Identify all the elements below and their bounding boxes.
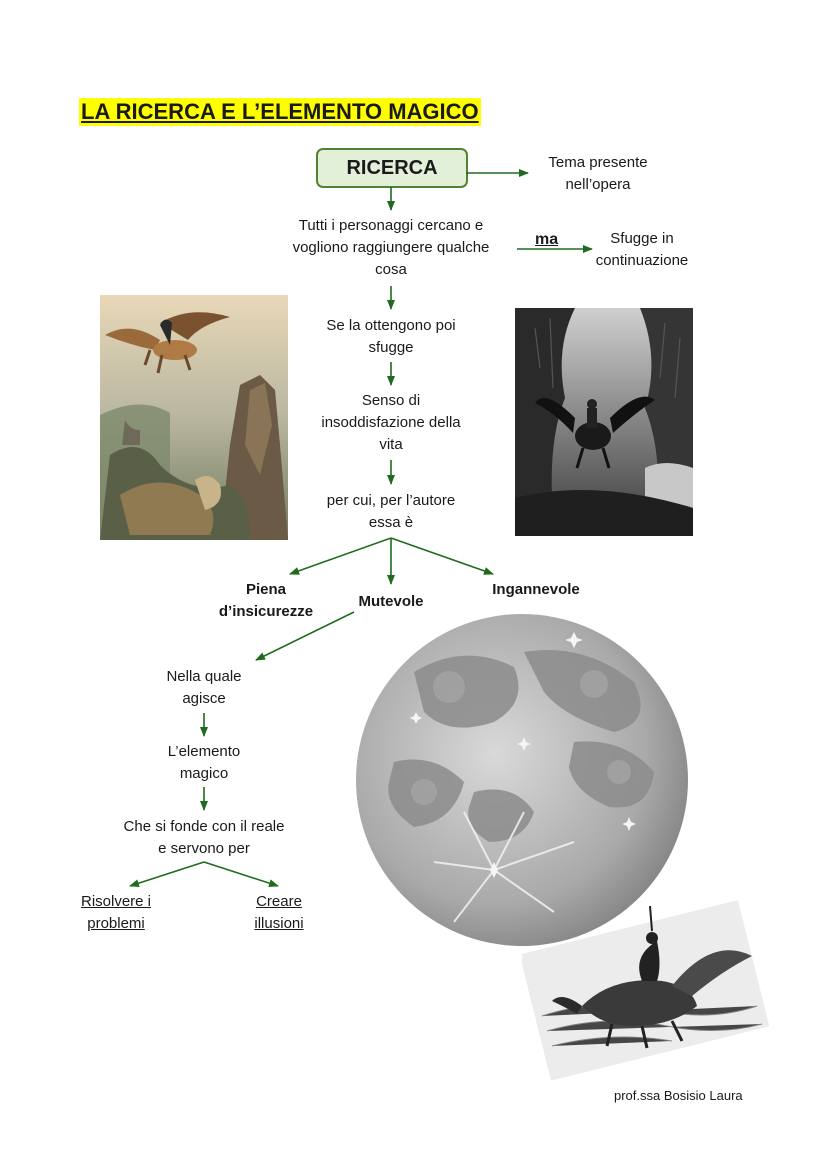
knight-riding-hippogriff-forest-engraving <box>515 308 693 536</box>
hippogriff-rider-engraving <box>522 900 770 1081</box>
node-line: Creare <box>256 893 302 910</box>
root-note: Tema presente nell’opera <box>520 152 676 196</box>
node-line: Tutti i personaggi cercano e <box>298 217 484 234</box>
node-step-1: Tutti i personaggi cercano e vogliono ra… <box>266 215 516 281</box>
conjunction-ma: ma <box>535 231 559 248</box>
quality-ingannevole: Ingannevole <box>492 581 580 598</box>
root-node-ricerca: RICERCA <box>316 148 468 188</box>
root-note-line: Tema presente <box>548 154 648 171</box>
quality-piena-insicurezze: Piena d’insicurezze <box>196 579 336 623</box>
outcome-creare-illusioni: Creare illusioni <box>234 891 324 935</box>
node-line: insoddisfazione della <box>321 414 461 431</box>
node-line: e servono per <box>158 840 250 857</box>
hippogriff-flight-illustration <box>100 295 288 540</box>
node-line: cosa <box>375 261 407 278</box>
moon-illustration <box>356 614 688 946</box>
node-step-5: Nella quale agisce <box>134 666 274 710</box>
node-line: vita <box>379 436 403 453</box>
footer-author: prof.ssa Bosisio Laura <box>614 1088 743 1103</box>
node-step-3: Senso di insoddisfazione della vita <box>296 390 486 456</box>
node-line: agisce <box>182 690 226 707</box>
node-line: problemi <box>87 915 145 932</box>
arrow <box>390 537 494 575</box>
outcome-risolvere-problemi: Risolvere i problemi <box>66 891 166 935</box>
arrow <box>129 861 205 888</box>
node-line: d’insicurezze <box>218 603 314 620</box>
arrow <box>289 537 392 575</box>
node-step-2: Se la ottengono poi sfugge <box>296 315 486 359</box>
node-line: Risolvere i <box>80 893 152 910</box>
arrow <box>203 861 279 888</box>
arrow <box>255 611 355 661</box>
node-step-4: per cui, per l’autore essa è <box>296 490 486 534</box>
node-line: per cui, per l’autore <box>326 492 456 509</box>
node-line: magico <box>179 765 229 782</box>
node-line: illusioni <box>254 915 304 932</box>
node-step-7: Che si fonde con il reale e servono per <box>94 816 314 860</box>
node-line: Che si fonde con il reale <box>123 818 285 835</box>
node-line: continuazione <box>595 252 689 269</box>
node-line: Se la ottengono poi <box>326 317 456 334</box>
node-escape: Sfugge in continuazione <box>582 228 702 272</box>
node-line: L’elemento <box>167 743 241 760</box>
node-line: Senso di <box>361 392 421 409</box>
root-note-line: nell’opera <box>565 176 631 193</box>
node-line: vogliono raggiungere qualche <box>292 239 490 256</box>
node-line: Nella quale <box>166 668 242 685</box>
node-line: Piena <box>245 581 287 598</box>
page-title: LA RICERCA E L’ELEMENTO MAGICO <box>79 98 481 126</box>
node-step-6: L’elemento magico <box>134 741 274 785</box>
node-line: Sfugge in <box>610 230 674 247</box>
node-line: sfugge <box>368 339 414 356</box>
quality-mutevole: Mutevole <box>358 593 424 610</box>
node-line: essa è <box>368 514 414 531</box>
